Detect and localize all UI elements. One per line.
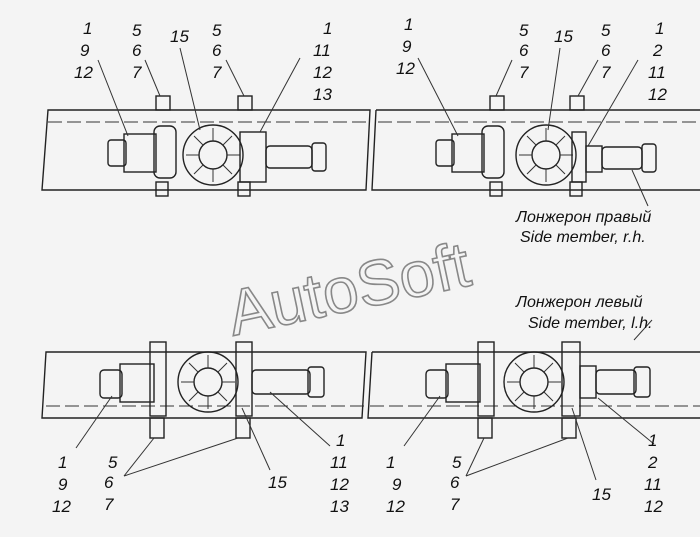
- callout-number: 1: [58, 453, 67, 472]
- callout-number: 7: [450, 495, 460, 514]
- callout-number: 7: [601, 63, 611, 82]
- caption-right-side-member: Лонжерон правый Side member, r.h.: [515, 209, 651, 246]
- assembly-top-left: [107, 95, 327, 197]
- callouts-top-left: 1 9 12 5 6 7 15 5 6 7 1 11 12 13: [74, 19, 332, 104]
- callout-number: 5: [601, 21, 611, 40]
- caption-text: Лонжерон левый: [515, 294, 643, 311]
- callout-number: 12: [648, 85, 667, 104]
- callout-number: 15: [170, 27, 189, 46]
- beam-top-right: [371, 109, 700, 191]
- callout-number: 9: [58, 475, 68, 494]
- callout-number: 6: [601, 41, 611, 60]
- callout-number: 5: [452, 453, 462, 472]
- callout-number: 6: [132, 41, 142, 60]
- callout-number: 15: [592, 485, 611, 504]
- callout-number: 1: [336, 431, 345, 450]
- callouts-bottom-left: 1 9 12 5 6 7 15 1 11 12 13: [52, 431, 349, 516]
- caption-text: Side member, l.h.: [528, 315, 653, 332]
- callout-number: 1: [404, 15, 413, 34]
- assembly-bottom-right: [425, 341, 651, 439]
- callout-number: 12: [313, 63, 332, 82]
- callout-number: 5: [519, 21, 529, 40]
- callout-number: 7: [104, 495, 114, 514]
- callout-number: 12: [396, 59, 415, 78]
- callout-number: 12: [330, 475, 349, 494]
- callout-number: 5: [108, 453, 118, 472]
- callout-number: 7: [519, 63, 529, 82]
- caption-text: Side member, r.h.: [520, 229, 646, 246]
- callout-number: 1: [386, 453, 395, 472]
- callout-number: 6: [519, 41, 529, 60]
- beam-bottom-left: [41, 351, 367, 419]
- callout-number: 13: [313, 85, 332, 104]
- callout-number: 13: [330, 497, 349, 516]
- callout-number: 11: [313, 41, 331, 60]
- callout-number: 12: [74, 63, 93, 82]
- callout-number: 7: [132, 63, 142, 82]
- callout-number: 1: [655, 19, 664, 38]
- callout-number: 1: [648, 431, 657, 450]
- callout-number: 9: [392, 475, 402, 494]
- callout-number: 2: [647, 453, 658, 472]
- assembly-top-right: [435, 95, 657, 197]
- callout-number: 2: [652, 41, 663, 60]
- callout-number: 12: [386, 497, 405, 516]
- callout-number: 5: [132, 21, 142, 40]
- callout-number: 12: [52, 497, 71, 516]
- caption-text: Лонжерон правый: [515, 209, 651, 226]
- callouts-top-right: 1 9 12 5 6 7 15 5 6 7 1 2 11 12: [396, 15, 667, 104]
- callouts-bottom-right: 1 9 12 5 6 7 15 1 2 11 12: [386, 431, 663, 516]
- callout-number: 15: [554, 27, 573, 46]
- callout-number: 1: [323, 19, 332, 38]
- caption-left-side-member: Лонжерон левый Side member, l.h.: [515, 294, 653, 332]
- leader-lines: [75, 47, 655, 481]
- callout-number: 9: [80, 41, 90, 60]
- callout-number: 12: [644, 497, 663, 516]
- callout-number: 15: [268, 473, 287, 492]
- callout-number: 1: [83, 19, 92, 38]
- callout-number: 7: [212, 63, 222, 82]
- beam-top-left: [41, 109, 371, 191]
- callout-number: 6: [450, 473, 460, 492]
- watermark-text: AutoSoft: [221, 228, 476, 350]
- callout-number: 6: [212, 41, 222, 60]
- assembly-bottom-left: [99, 341, 325, 439]
- callout-number: 5: [212, 21, 222, 40]
- callout-number: 9: [402, 37, 412, 56]
- callout-number: 11: [330, 453, 348, 472]
- callout-number: 6: [104, 473, 114, 492]
- callout-number: 11: [648, 63, 666, 82]
- callout-number: 11: [644, 475, 662, 494]
